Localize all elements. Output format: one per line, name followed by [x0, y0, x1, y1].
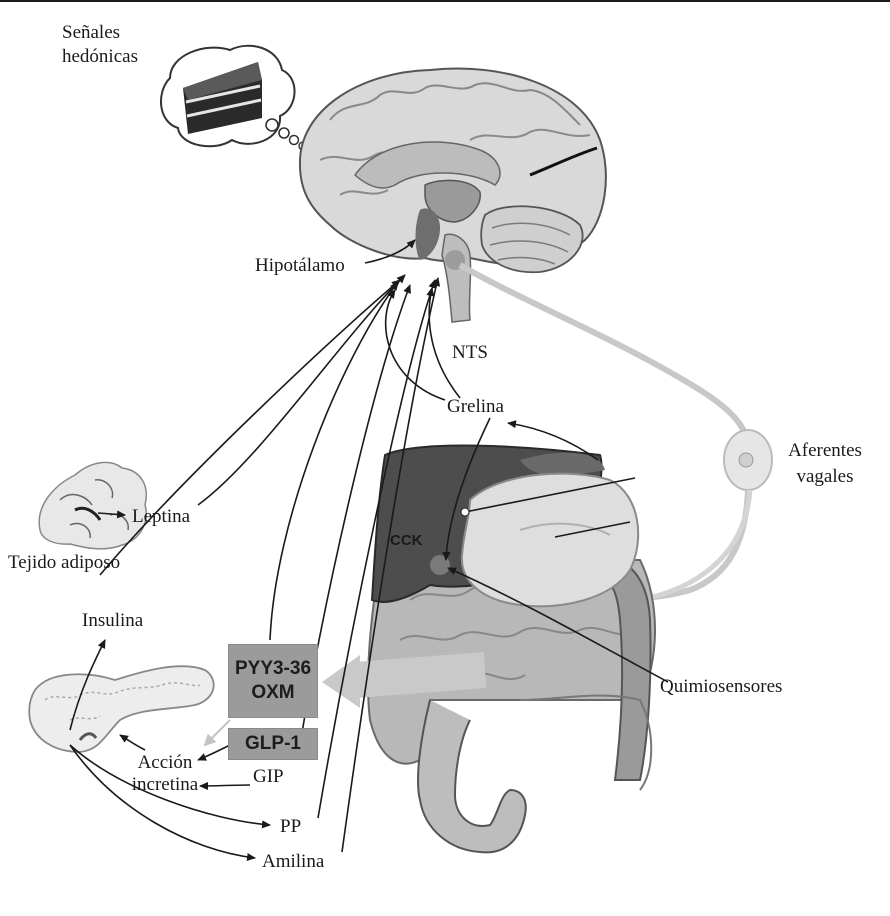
pp-label: PP — [280, 816, 301, 838]
vagal-afferents-label-line2: vagales — [780, 466, 870, 488]
pyy-oxm-box: PYY3-36 OXM — [228, 644, 318, 718]
vagal-afferents-label-line1: Aferentes — [780, 440, 870, 462]
adipose-tissue — [39, 462, 146, 548]
adipose-tissue-label: Tejido adiposo — [8, 552, 120, 574]
gip-label: GIP — [253, 766, 284, 788]
insulin-label: Insulina — [82, 610, 143, 632]
ghrelin-label: Grelina — [447, 396, 504, 418]
hedonic-signals-label-line1: Señales — [62, 22, 120, 44]
pyy-label: PYY3-36 — [235, 657, 311, 681]
chemosensors-label: Quimiosensores — [660, 676, 782, 698]
secretion-arrow — [355, 670, 485, 680]
oxm-label: OXM — [251, 681, 294, 705]
amylin-label: Amilina — [262, 851, 324, 873]
incretin-action-label-line1: Acción — [120, 752, 210, 774]
glp1-label: GLP-1 — [245, 732, 301, 756]
abdominal-organs — [368, 446, 655, 853]
cck-label: CCK — [390, 532, 423, 549]
glp1-box: GLP-1 — [228, 728, 318, 760]
incretin-action-label-line2: incretina — [120, 774, 210, 796]
cake-thought-bubble — [161, 46, 307, 150]
hedonic-signals-label-line2: hedónicas — [62, 46, 138, 68]
leptin-label: Leptina — [132, 506, 190, 528]
hypothalamus-label: Hipotálamo — [255, 255, 345, 277]
brain-illustration — [300, 68, 606, 322]
nts-label: NTS — [452, 342, 488, 364]
pancreas — [29, 666, 213, 752]
